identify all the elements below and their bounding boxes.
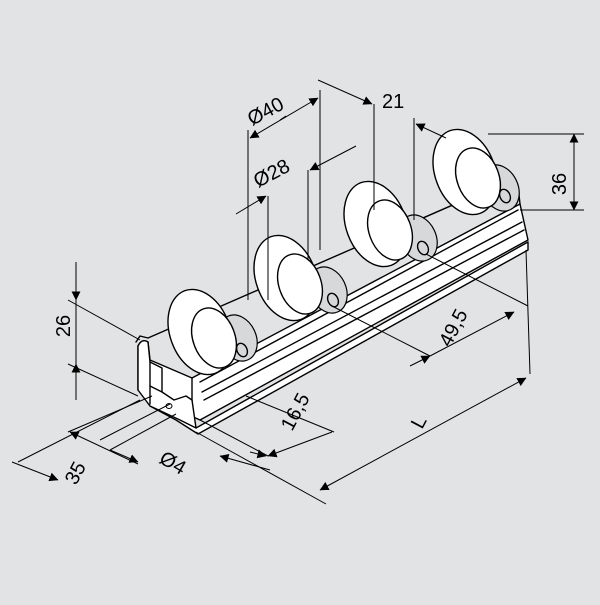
roller-3 bbox=[343, 180, 438, 268]
dim-height-36-label: 36 bbox=[549, 173, 571, 195]
dim-width-35-label: 35 bbox=[61, 458, 91, 488]
dim-offset-16-5-label: 16,5 bbox=[277, 390, 315, 435]
dim-diameter-4-label: Ø4 bbox=[156, 447, 190, 479]
dim-diameter-40-label: Ø40 bbox=[244, 93, 288, 130]
dim-diameter-28-label: Ø28 bbox=[250, 155, 294, 192]
dim-length-l-label: L bbox=[407, 412, 432, 432]
roller-1 bbox=[167, 288, 258, 376]
dim-width-21-label: 21 bbox=[382, 91, 404, 113]
dim-pitch-49-5-label: 49,5 bbox=[435, 306, 473, 351]
dim-height-26-label: 26 bbox=[53, 315, 75, 337]
dim-height-36: 36 bbox=[488, 133, 584, 211]
dim-height-26: 26 bbox=[53, 262, 141, 400]
roller-2 bbox=[253, 234, 348, 322]
dim-width-21: 21 bbox=[317, 79, 447, 220]
roller-4 bbox=[432, 128, 520, 216]
dim-width-35: 35 bbox=[11, 395, 153, 488]
